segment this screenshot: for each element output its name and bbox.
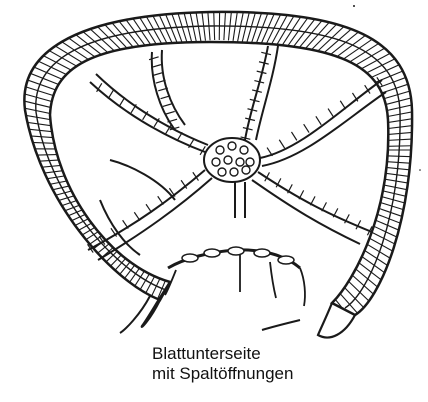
caption-line-1: Blattunterseite bbox=[152, 344, 352, 364]
caption-line-2: mit Spaltöffnungen bbox=[152, 364, 352, 384]
vascular-bundle bbox=[204, 138, 260, 182]
lower-epidermis-stomata bbox=[165, 247, 305, 306]
epidermis-band bbox=[0, 0, 428, 380]
